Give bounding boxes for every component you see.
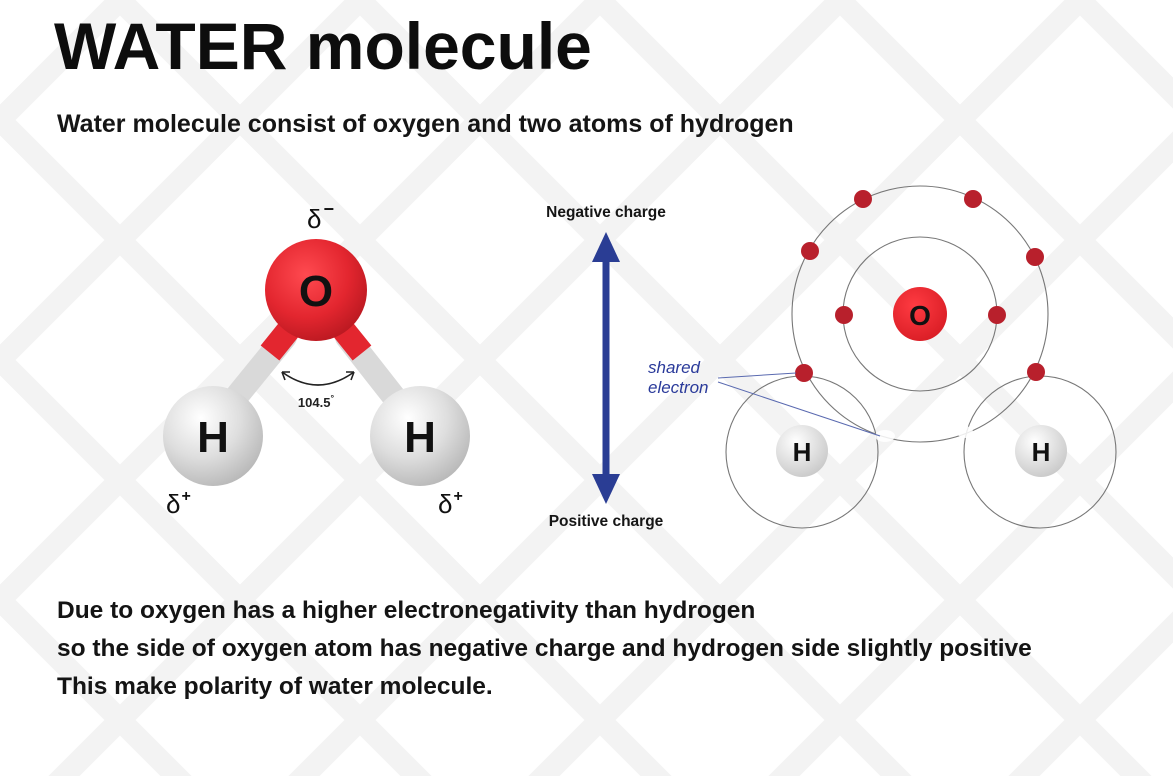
page-subtitle: Water molecule consist of oxygen and two…: [57, 110, 794, 138]
positive-charge-label: Positive charge: [549, 513, 664, 530]
hydrogen-nucleus-left-label: H: [793, 437, 812, 467]
hydrogen-left-label: H: [197, 413, 229, 462]
hydrogen-atom-right: H: [370, 386, 470, 486]
electron-outer-3: [801, 242, 819, 260]
electron-shared-left: [795, 364, 813, 382]
delta-minus-label: δ−: [307, 199, 334, 234]
oxygen-nucleus-label: O: [909, 300, 931, 331]
polarity-arrow-head-down: [592, 474, 620, 504]
delta-plus-left-label: δ+: [166, 488, 191, 519]
shared-annotation-line1: shared: [648, 358, 701, 377]
arc-arrowhead-right: [346, 371, 355, 381]
bond-angle-label: 104.5°: [298, 393, 335, 410]
shared-annotation-line2: electron: [648, 378, 708, 397]
page-title: WATER molecule: [54, 9, 592, 83]
annotation-pointer-1: [717, 372, 797, 379]
hydrogen-atom-left: H: [163, 386, 263, 486]
explanation-line-3: This make polarity of water molecule.: [57, 673, 493, 700]
hydrogen-nucleus-right: H: [1015, 425, 1067, 477]
right-bond: [327, 314, 410, 414]
arc-arrowhead-left: [281, 371, 290, 381]
electron-outer-4: [1026, 248, 1044, 266]
oxygen-nucleus: O: [893, 287, 947, 341]
explanation-line-2: so the side of oxygen atom has negative …: [57, 635, 1032, 662]
bond-angle-arc: [281, 371, 355, 386]
explanation-line-1: Due to oxygen has a higher electronegati…: [57, 597, 756, 624]
electron-shell-model: O H H shared electron: [648, 185, 1117, 529]
annotation-pointer-2: [717, 381, 881, 437]
delta-plus-right-label: δ+: [438, 488, 463, 519]
oxygen-outer-shell: [791, 185, 1049, 443]
explanation-paragraph: Due to oxygen has a higher electronegati…: [57, 592, 1032, 706]
left-bond: [220, 314, 305, 414]
electron-shared-right: [1027, 363, 1045, 381]
hydrogen-nucleus-left: H: [776, 425, 828, 477]
hydrogen-nucleus-right-label: H: [1032, 437, 1051, 467]
electron-outer-2: [964, 190, 982, 208]
electron-inner-right: [988, 306, 1006, 324]
negative-charge-label: Negative charge: [546, 204, 666, 221]
electrons: [795, 190, 1045, 382]
ball-model: O H H 104.5° δ− δ+ δ+: [163, 199, 470, 519]
electron-outer-1: [854, 190, 872, 208]
shared-electron-annotation: shared electron: [648, 358, 881, 437]
hydrogen-right-label: H: [404, 413, 436, 462]
oxygen-label: O: [299, 267, 333, 316]
polarity-arrow: Negative charge Positive charge: [546, 204, 666, 530]
oxygen-atom: O: [265, 239, 367, 341]
electron-inner-left: [835, 306, 853, 324]
polarity-arrow-head-up: [592, 232, 620, 262]
